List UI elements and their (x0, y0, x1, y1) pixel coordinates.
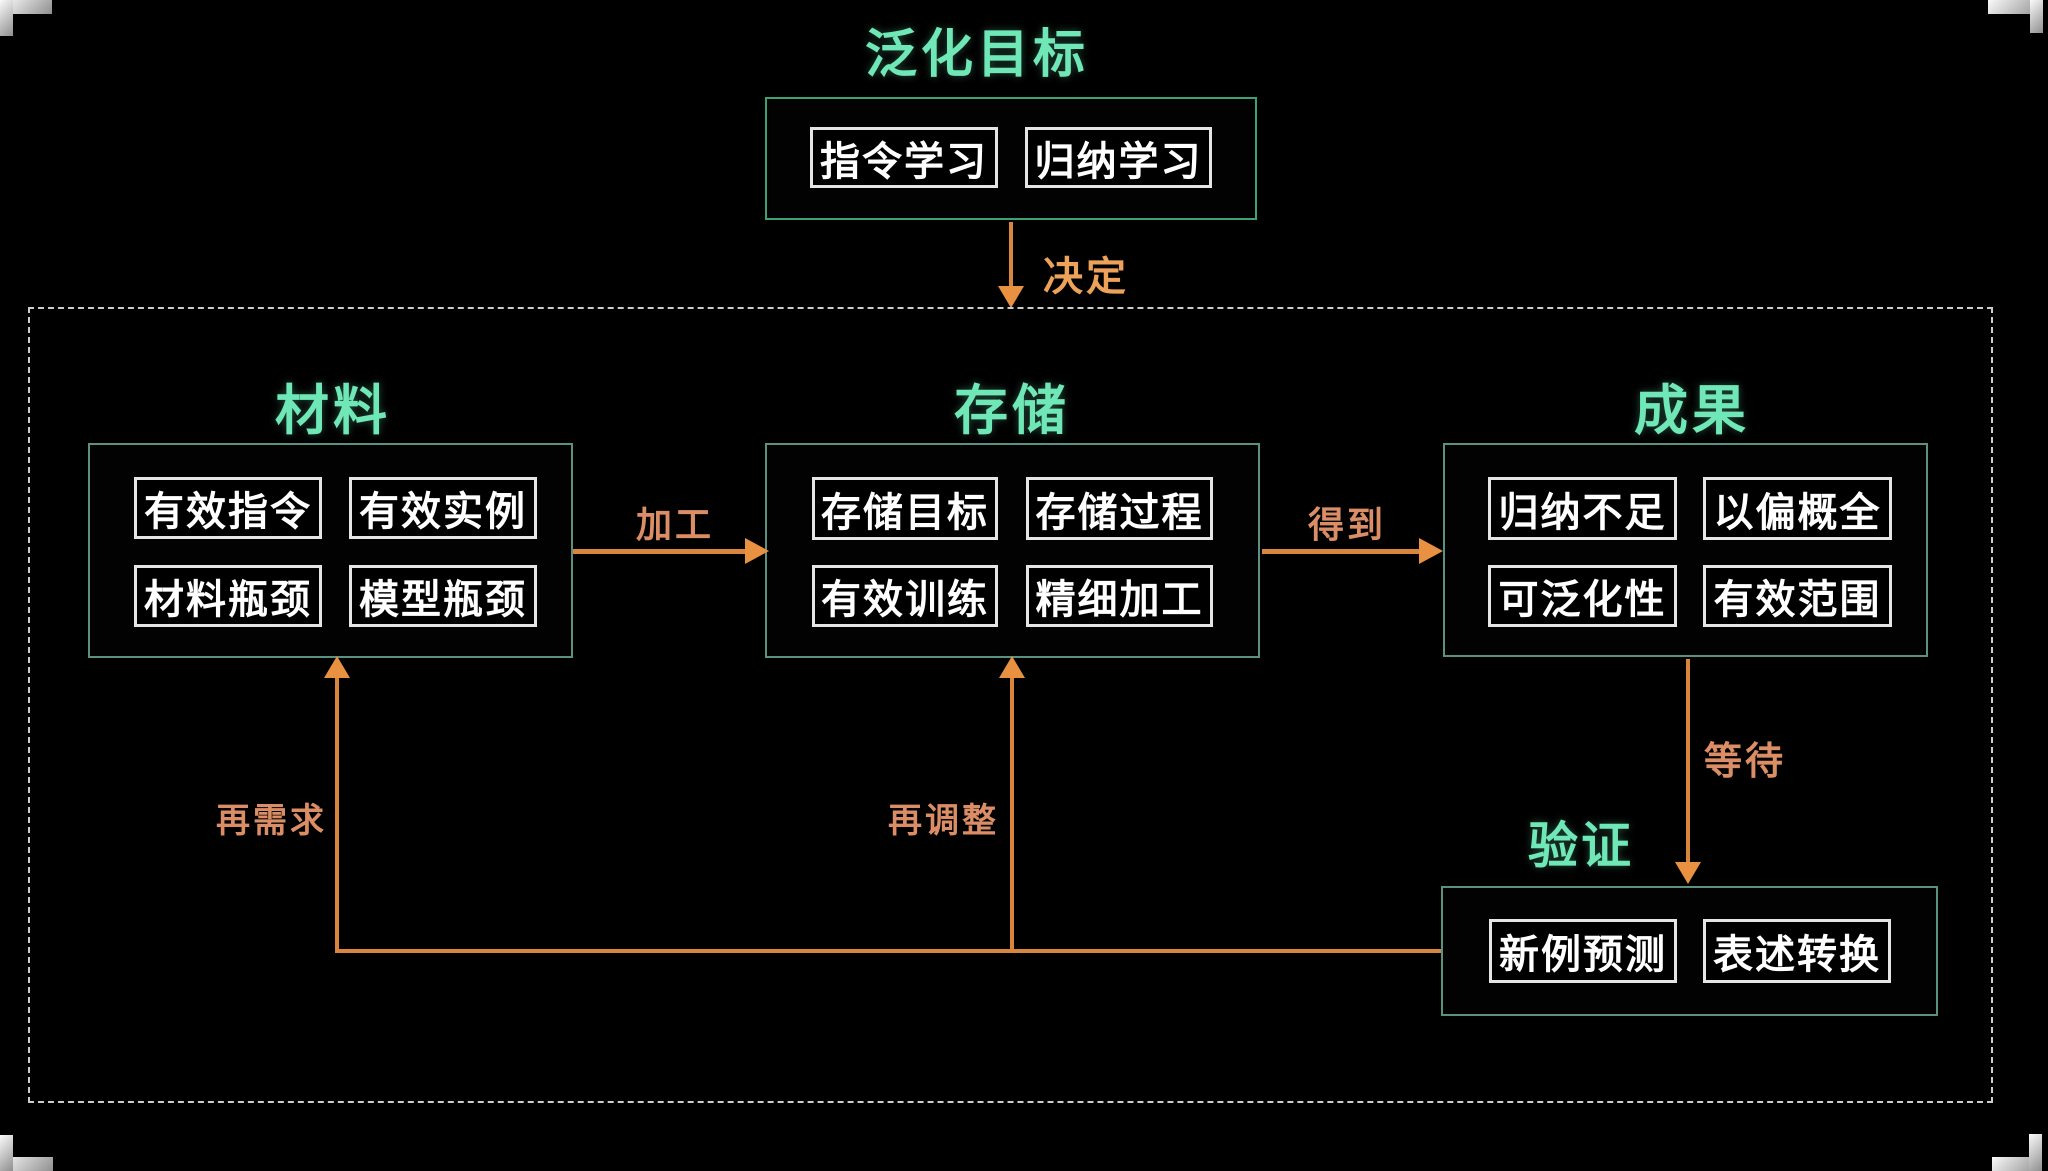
material-item-3: 模型瓶颈 (349, 565, 537, 627)
crop-bracket-top-right-h (1988, 0, 2043, 14)
crop-bracket-top-left-v (0, 0, 13, 36)
material-item-2: 材料瓶颈 (134, 565, 322, 627)
wait-arrow-line (1686, 659, 1690, 864)
crop-bracket-bottom-left-v (0, 1135, 13, 1171)
result-title: 成果 (1634, 381, 1750, 441)
material-item-0: 有效指令 (134, 477, 322, 539)
obtain-arrowhead-icon (1419, 538, 1443, 564)
process-arrowhead-icon (745, 538, 769, 564)
verify-item-1: 表述转换 (1703, 919, 1891, 983)
goal-item-instruction-learning: 指令学习 (810, 127, 998, 188)
re-adjust-label: 再调整 (888, 803, 999, 840)
decide-arrow-label: 决定 (1043, 254, 1129, 299)
process-arrow-label: 加工 (636, 505, 715, 545)
goal-title: 泛化目标 (864, 27, 1090, 84)
result-item-2: 可泛化性 (1488, 565, 1677, 627)
decide-arrow-line (1009, 222, 1013, 288)
material-item-1: 有效实例 (349, 477, 537, 539)
verify-title: 验证 (1528, 818, 1634, 874)
result-item-3: 有效范围 (1703, 565, 1892, 627)
storage-item-0: 存储目标 (812, 477, 998, 540)
storage-item-3: 精细加工 (1026, 565, 1213, 627)
result-item-1: 以偏概全 (1703, 477, 1892, 540)
stage-dashed-border (28, 307, 1993, 1103)
crop-bracket-bottom-left-h (0, 1157, 53, 1171)
storage-title: 存储 (954, 381, 1070, 441)
wait-arrowhead-icon (1675, 862, 1701, 884)
material-arrowhead-icon (324, 656, 350, 678)
obtain-arrow-line (1262, 549, 1421, 554)
feedback-line-to-material (335, 676, 339, 953)
wait-arrow-label: 等待 (1704, 741, 1787, 783)
storage-item-2: 有效训练 (812, 565, 998, 627)
crop-bracket-top-right-v (2030, 0, 2043, 33)
obtain-arrow-label: 得到 (1308, 505, 1387, 545)
result-item-0: 归纳不足 (1488, 477, 1677, 540)
crop-bracket-bottom-right-v (2029, 1134, 2042, 1171)
storage-item-1: 存储过程 (1026, 477, 1213, 540)
decide-arrowhead-icon (998, 286, 1024, 308)
feedback-line-horizontal (335, 949, 1441, 953)
goal-item-inductive-learning: 归纳学习 (1025, 127, 1212, 188)
process-arrow-line (573, 549, 747, 554)
storage-arrowhead-icon (999, 656, 1025, 678)
feedback-line-to-storage (1010, 676, 1014, 953)
crop-bracket-top-left-h (2, 0, 52, 14)
verify-item-0: 新例预测 (1489, 919, 1677, 983)
material-title: 材料 (275, 381, 391, 441)
re-demand-label: 再需求 (216, 803, 327, 840)
